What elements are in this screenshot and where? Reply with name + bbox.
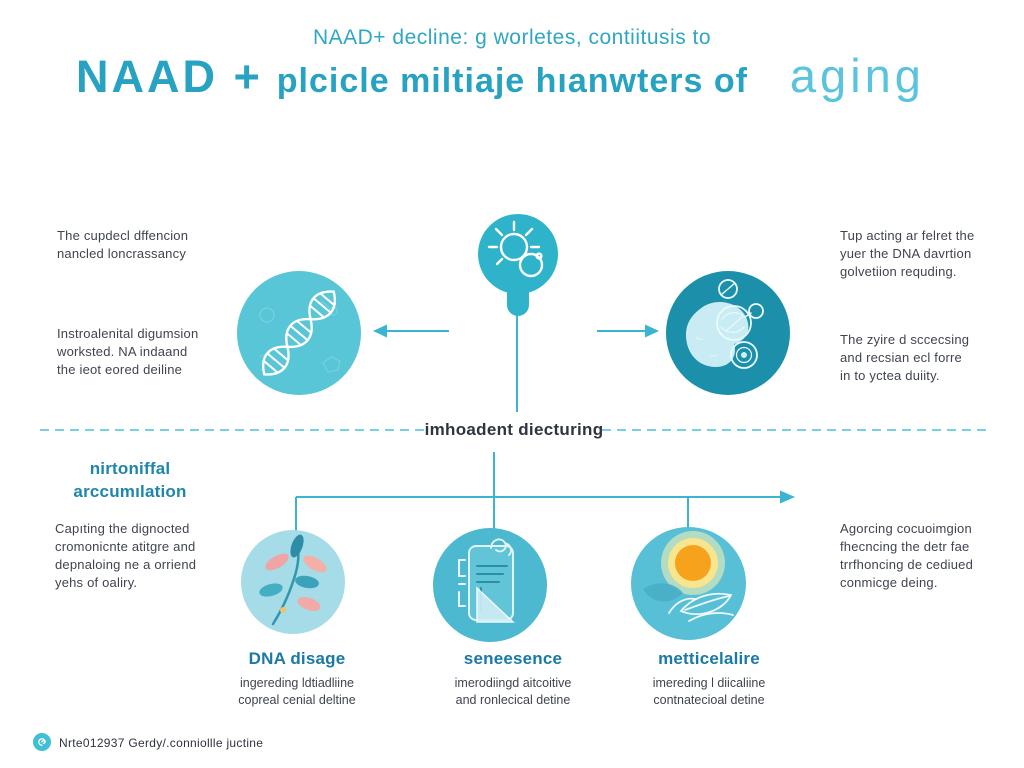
cell-organelles-icon [686,279,764,369]
item-title: seneesence [463,649,563,668]
item-title: DNA disage [248,649,346,668]
note-line: Agorcing cocuoimgion [840,521,972,536]
item-label-senescence: seneesence imerodiingd aitcoitive and ro… [433,649,593,709]
arrow-left-head [373,324,387,338]
plant-sprig-icon [259,534,327,626]
note-line: Capıting the dignocted [55,521,190,536]
item-circle-metabolism [631,527,746,640]
note-line: yuer the DNA davrtion [840,245,972,261]
note-line: Instroalenital digumsion [57,326,199,341]
note-lower-right: Agorcing cocuoimgion fhecncing the detr … [840,520,1005,592]
sun-cell-icon [487,220,544,278]
subtitle: NAAD+ decline: g worletes, contiitusis t… [312,26,712,49]
item-label-dna-damage: DNA disage ingereding ldtiadliine coprea… [217,649,377,709]
page-title: NAAD + plcicle miltiaje hıanwters of agi… [76,48,925,103]
side-heading-line: arccumılation [73,481,187,501]
sun-leaves-icon [643,531,734,622]
cell-body [686,302,749,367]
item-desc-line: contnatecioal detine [653,692,765,707]
dna-helix-icon [258,290,341,376]
item-desc-line: and ronlecical detine [455,692,571,707]
note-line: Tup acting ar felret the [840,228,975,243]
note-line: cromonicnte atitgre and [55,538,196,554]
cell-circle [666,271,790,395]
divider-label: imhoadent diecturing [424,420,604,439]
item-circle-dna-damage [241,530,345,634]
note-lower-left: Capıting the dignocted cromonicnte atitg… [55,520,230,592]
dna-circle [237,271,361,395]
note-line: in to yctea duiity. [840,367,940,383]
note-line: golvetiion requding. [840,263,957,279]
note-upper-left: The cupdecl dffencion nancled loncrassan… [57,227,227,263]
note-upper-right: Tup acting ar felret the yuer the DNA da… [840,227,1005,281]
note-line: and recsian ecl forre [840,349,962,365]
note-line: worksted. NA indaand [57,343,188,359]
note-line: the ieot eored deiline [57,361,183,377]
item-desc-line: copreal cenial deltine [238,692,356,707]
arrow-right-head [645,324,659,338]
note-mid-right: The zyire d sccecsing and recsian ecl fo… [840,331,1005,385]
item-title: metticelalire [658,649,760,668]
footer-credit: Nrte012937 Gerdy/.conniollle juctine [59,736,264,750]
title-middle: plcicle miltiaje hıanwters of [276,62,748,100]
item-desc-line: imerodiingd aitcoitive [454,676,572,690]
note-line: nancled loncrassancy [57,245,187,261]
item-circle-senescence [433,528,547,642]
title-aging: aging [789,49,925,102]
note-line: yehs of oaliry. [55,574,138,590]
note-line: trrfhoncing de cediued [840,556,974,572]
center-pin-circle [478,214,558,294]
spiral-badge-icon [33,733,51,751]
item-desc-line: ingereding ldtiadliine [240,676,354,690]
note-line: depnaloing ne a orriend [55,556,197,572]
document-icon [458,538,515,623]
title-naad: NAAD + [76,51,263,102]
side-heading: nirtoniffal arccumılation [40,458,220,504]
note-line: fhecncing the detr fae [840,538,970,554]
item-label-metabolism: metticelalire imereding l diicaliine con… [629,649,789,709]
note-line: The cupdecl dffencion [57,228,189,243]
bar-arrow-head [780,490,795,504]
side-heading-line: nirtoniffal [89,459,171,478]
item-desc-line: imereding l diicaliine [652,676,766,690]
note-line: The zyire d sccecsing [840,332,970,347]
note-line: conmicge deing. [840,574,938,590]
note-mid-left: Instroalenital digumsion worksted. NA in… [57,325,232,379]
